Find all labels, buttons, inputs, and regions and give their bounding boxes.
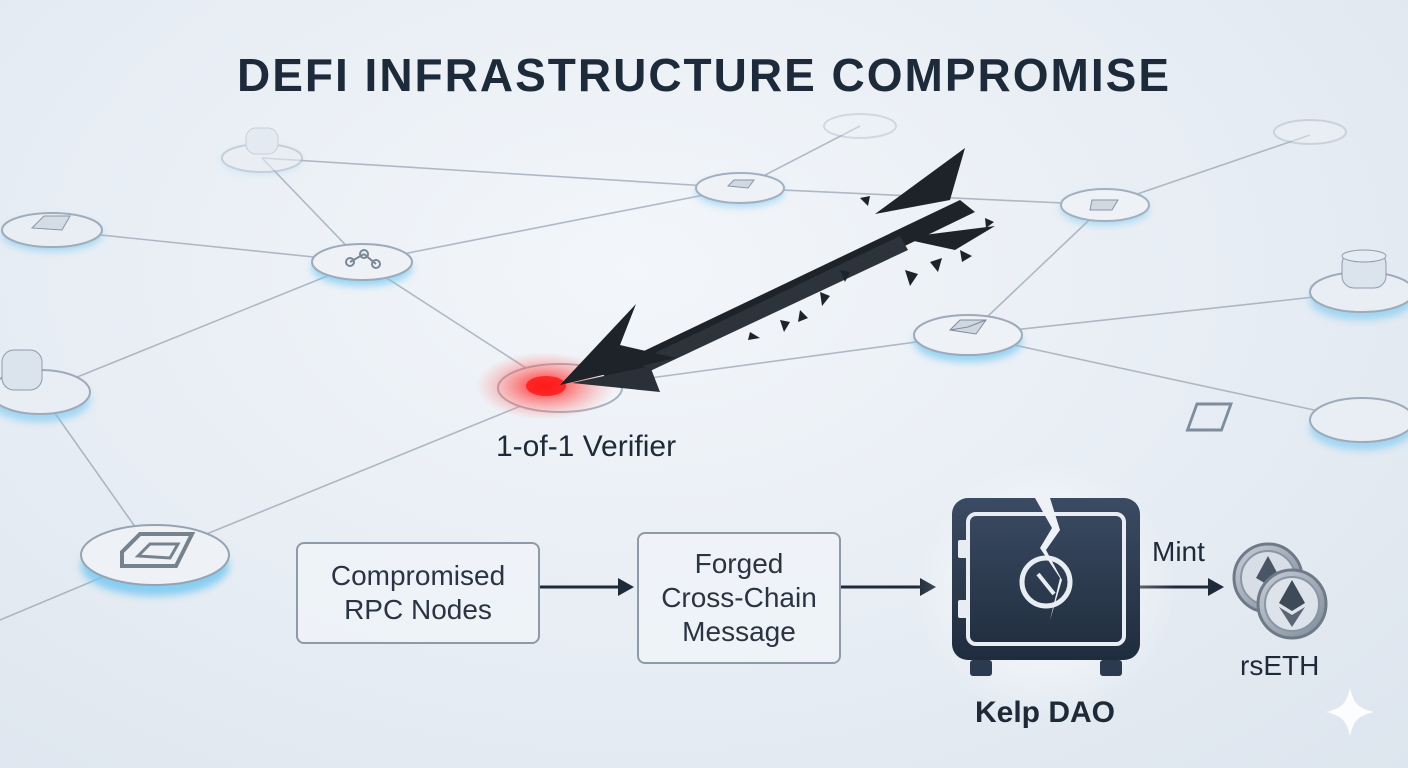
network-links <box>0 125 1361 621</box>
page-title: DEFI INFRASTRUCTURE COMPROMISE <box>237 49 1171 101</box>
node-cube-left <box>1 212 103 251</box>
sparkle-icon <box>1326 688 1374 736</box>
vault-icon <box>916 460 1176 720</box>
node-faded-right <box>1273 119 1347 145</box>
node-database-left <box>0 349 91 422</box>
mint-label: Mint <box>1152 536 1205 567</box>
forged-message-box: Forged Cross-Chain Message <box>637 532 841 664</box>
node-mail <box>1060 188 1150 225</box>
rseth-coins-icon <box>1232 542 1328 640</box>
node-shield <box>80 524 230 596</box>
node-square-right <box>1185 397 1408 450</box>
node-envelope <box>913 314 1023 362</box>
vault-label: Kelp DAO <box>975 696 1116 729</box>
node-database-faded <box>221 127 303 174</box>
token-label: rsETH <box>1240 650 1320 681</box>
verifier-label: 1-of-1 Verifier <box>496 430 677 463</box>
broken-arrow <box>560 148 995 392</box>
node-share <box>311 243 413 286</box>
compromised-rpc-box: Compromised RPC Nodes <box>296 542 540 644</box>
network-nodes <box>0 113 1408 596</box>
node-faded-top <box>823 113 897 139</box>
node-database-right <box>1309 249 1408 320</box>
node-top-center <box>695 172 785 207</box>
